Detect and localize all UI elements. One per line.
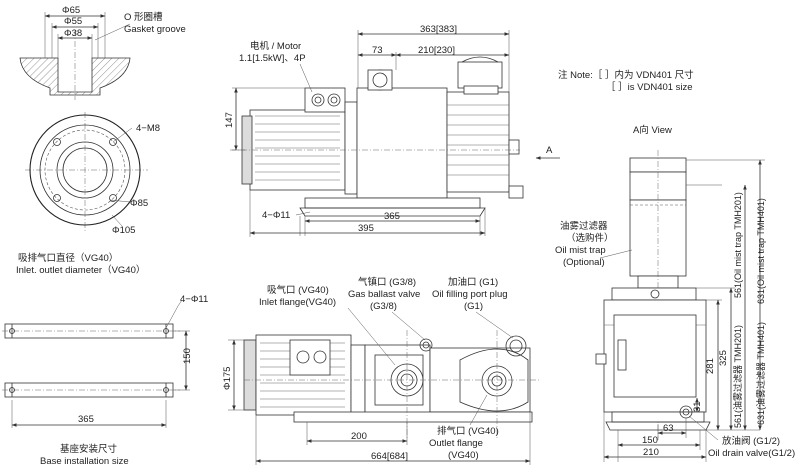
mist-trap-opt-en: (Optional)	[563, 257, 605, 268]
outlet-flange-cn: 排气口 (VG40)	[437, 425, 499, 437]
a-dim-325: 325	[718, 350, 729, 366]
base-caption-en: Base installation size	[40, 456, 129, 467]
base-installation-view: 4−Φ11 150 365 基座安装尺寸 Base installation s…	[2, 294, 208, 467]
gasket-groove-view: Φ65 Φ55 Φ38 O 形圈槽 Gasket groove	[19, 5, 186, 100]
oil-fill-en: Oil filling port plug	[432, 289, 508, 300]
note-line1: 注 Note:［ ］内为 VDN401 尺寸	[558, 69, 694, 81]
top-dim-664: 664[684]	[371, 451, 408, 462]
drain-valve-cn: 放油阀 (G1/2)	[722, 435, 780, 447]
side-dim-363: 363[383]	[420, 24, 457, 35]
top-view-pump: 吸气口 (VG40) Inlet flange(VG40) 气镇口 (G3/8)…	[222, 276, 540, 465]
mist-trap-cn: 油雾过滤器	[560, 220, 608, 232]
mist-trap-en: Oil mist trap	[555, 245, 606, 256]
gasket-title-cn: O 形圈槽	[124, 11, 163, 23]
a-dim-210: 210	[643, 447, 659, 458]
side-holes: 4−Φ11	[262, 210, 290, 221]
inlet-flange-cn: 吸气口 (VG40)	[267, 284, 329, 296]
gas-ballast-size: (G3/8)	[370, 301, 397, 312]
gasket-title-en: Gasket groove	[124, 24, 186, 35]
a-dim-631: 631(油雾过滤器 TMH401)	[755, 322, 766, 425]
side-view-pump: 电机 / Motor 1.1[1.5kW]、4P 363[383] 73 210…	[224, 24, 560, 237]
side-dim-395: 395	[358, 223, 374, 234]
note-block: 注 Note:［ ］内为 VDN401 尺寸 ［ ］is VDN401 size	[558, 69, 694, 93]
a-view-title: A向 View	[633, 124, 672, 136]
dim-d55: Φ55	[64, 16, 82, 27]
a-dim-31: 31	[692, 401, 703, 412]
side-dim-210: 210[230]	[418, 45, 455, 56]
side-dim-365: 365	[384, 211, 400, 222]
a-dim-281: 281	[705, 358, 716, 374]
mist-trap-opt-cn: （选购件）	[566, 232, 614, 244]
a-dim-150: 150	[642, 435, 658, 446]
base-caption-cn: 基座安装尺寸	[60, 443, 118, 455]
side-dim-73: 73	[372, 45, 383, 56]
inlet-flange-view: 4−M8 Φ85 Φ105 吸排气口直径（VG40） Inlet. outlet…	[16, 112, 160, 276]
gas-ballast-en: Gas ballast valve	[348, 289, 420, 300]
a-dim-561-en: 561(Oil mist trap TMH201)	[733, 192, 743, 298]
dim-d85: Φ85	[130, 198, 148, 209]
a-view-pump: A向 View 油雾过滤器 （选购件） Oil mist trap (Optio…	[555, 124, 795, 462]
a-dim-561: 561(油雾过滤器 TMH201)	[732, 325, 743, 428]
oil-fill-cn: 加油口 (G1)	[448, 276, 498, 288]
outlet-flange-size: (VG40)	[448, 450, 479, 461]
top-dim-200: 200	[351, 431, 367, 442]
gas-ballast-cn: 气镇口 (G3/8)	[358, 276, 416, 288]
a-dim-631-en: 631(Oil mist trap TMH401)	[756, 198, 766, 304]
motor-label-cn: 电机 / Motor	[250, 40, 301, 52]
inlet-flange-en: Inlet flange(VG40)	[259, 297, 336, 308]
flange-caption-cn: 吸排气口直径（VG40）	[18, 252, 118, 264]
oil-fill-size: (G1)	[464, 301, 483, 312]
base-holes: 4−Φ11	[180, 294, 208, 305]
a-dim-63: 63	[663, 423, 674, 434]
base-width: 150	[182, 348, 193, 364]
outlet-flange-en: Outlet flange	[429, 438, 483, 449]
base-length: 365	[78, 414, 94, 425]
motor-spec: 1.1[1.5kW]、4P	[239, 53, 306, 64]
flange-caption-en: Inlet. outlet diameter（VG40）	[16, 264, 145, 276]
dim-d38: Φ38	[64, 28, 82, 39]
dim-d105: Φ105	[112, 225, 135, 236]
dim-d65: Φ65	[62, 5, 80, 16]
top-dim-175: Φ175	[222, 367, 233, 390]
note-line2: ［ ］is VDN401 size	[606, 82, 693, 93]
bolt-label: 4−M8	[136, 123, 160, 134]
view-arrow-a: A	[546, 145, 553, 156]
side-dim-147: 147	[224, 112, 235, 128]
drain-valve-en: Oil drain valve(G1/2)	[708, 448, 795, 459]
